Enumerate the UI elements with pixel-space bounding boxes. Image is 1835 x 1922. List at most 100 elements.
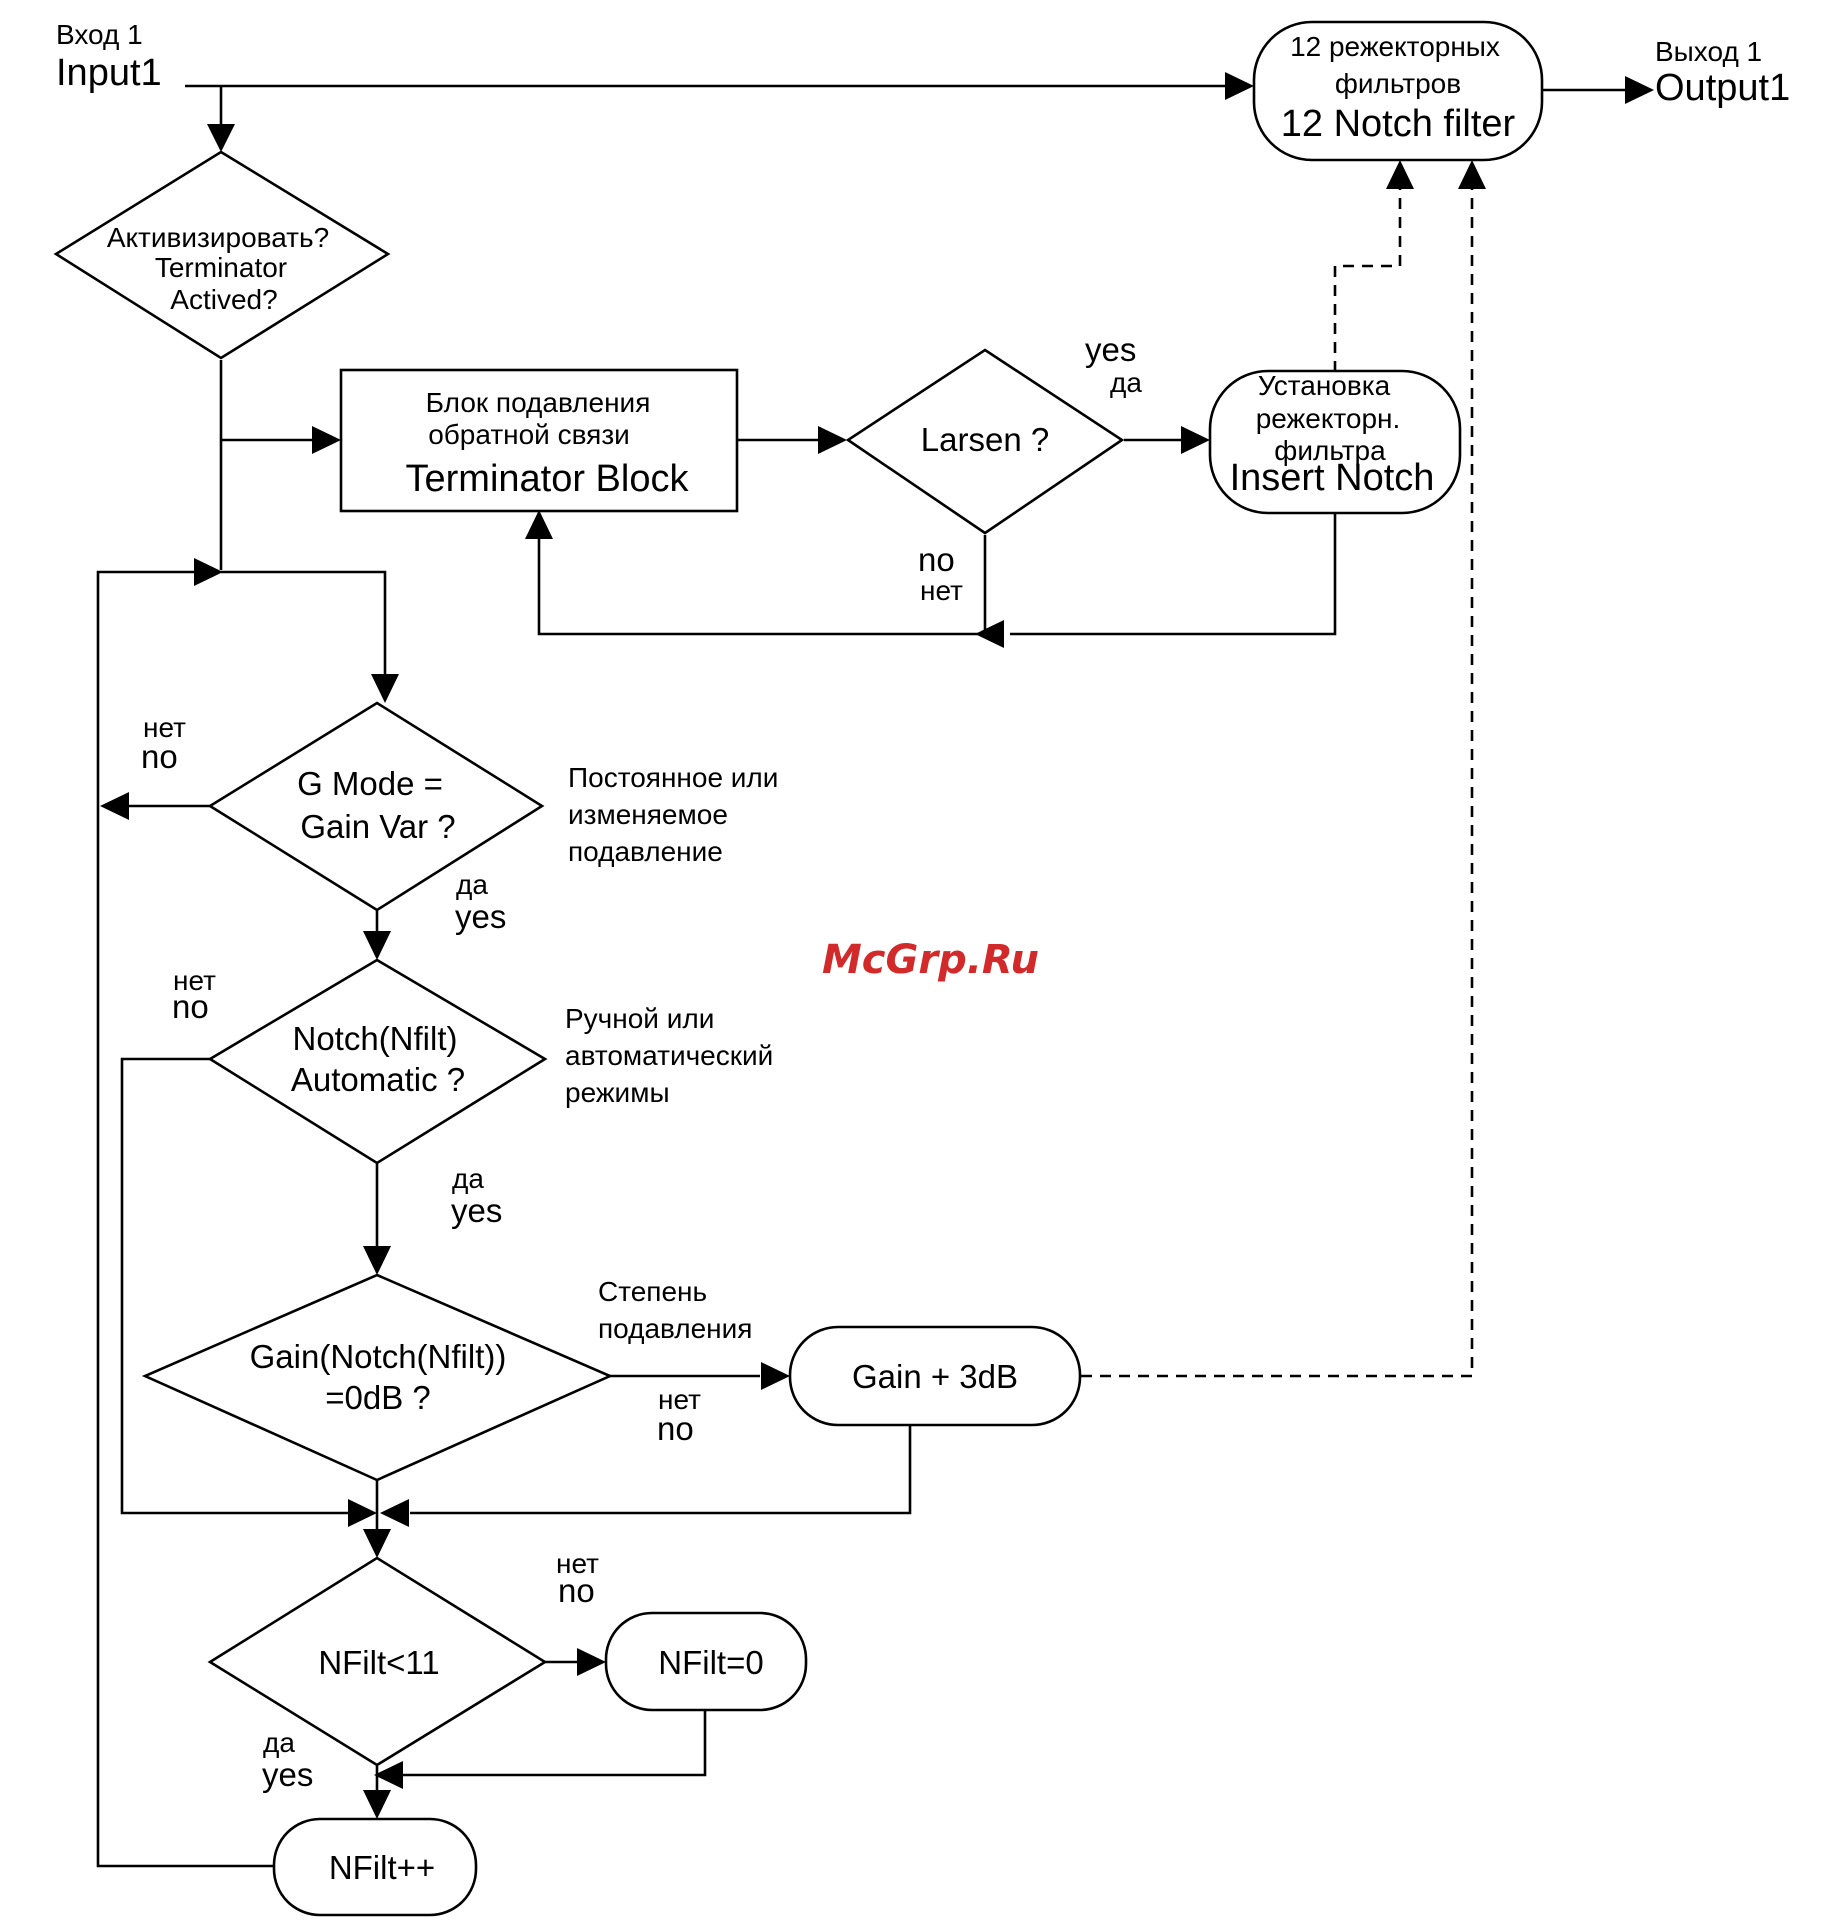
insert-notch-label-ru-1: Установка xyxy=(1258,370,1391,401)
nfilt-no-label-ru: нет xyxy=(556,1548,599,1579)
dashed-insert-to-notch-filter xyxy=(1333,182,1402,372)
notch-auto-yes-label-ru: да xyxy=(452,1163,484,1194)
input-label-en: Input1 xyxy=(56,52,162,94)
arrowhead-into-notch-filter xyxy=(1225,72,1254,100)
arrowhead-into-nfilt-zero xyxy=(577,1648,606,1676)
arrowhead-into-activate xyxy=(207,124,235,152)
gmode-no-label-ru: нет xyxy=(143,712,186,743)
gain-plus-block: Gain + 3dB xyxy=(788,1325,1082,1427)
line-outer-loop xyxy=(96,570,274,1868)
insert-notch-label-ru-2: режекторн. xyxy=(1256,403,1401,434)
gmode-yes-label: yes xyxy=(455,898,506,935)
notch-auto-no-label: no xyxy=(172,988,209,1025)
line-nfilt-zero-return xyxy=(400,1710,707,1777)
arrowheads xyxy=(100,72,1654,1819)
gain-zero-label-1: Gain(Notch(Nfilt)) xyxy=(250,1338,507,1375)
nfilt-yes-label-ru: да xyxy=(263,1727,295,1758)
arrowhead-into-gain-zero xyxy=(363,1246,391,1275)
output-label-ru: Выход 1 xyxy=(1655,36,1762,67)
dashed-connectors xyxy=(1081,182,1474,1378)
notch-filter-block: 12 режекторных фильтров 12 Notch filter xyxy=(1252,20,1544,162)
nfilt-decision: NFilt<11 xyxy=(207,1556,548,1767)
terminator-block: Блок подавления обратной связи Terminato… xyxy=(339,368,739,513)
nfilt-inc-block: NFilt++ xyxy=(272,1817,478,1917)
activate-label-ru: Активизировать? xyxy=(107,222,329,253)
insert-notch-label-en: Insert Notch xyxy=(1230,457,1435,499)
terminator-label-en: Terminator Block xyxy=(406,458,690,500)
gain-zero-no-label: no xyxy=(657,1410,694,1447)
gmode-note-2: изменяемое xyxy=(568,799,728,830)
gmode-decision: G Mode = Gain Var ? xyxy=(207,701,545,912)
input-label-ru: Вход 1 xyxy=(56,19,143,50)
larsen-no-label: no xyxy=(918,541,955,578)
arrowhead-dashed-into-notch-filter-1 xyxy=(1386,160,1414,189)
activate-label-en-1: Terminator xyxy=(155,252,287,283)
arrowhead-gmode-no-left xyxy=(100,792,129,820)
notch-auto-note-3: режимы xyxy=(565,1077,670,1108)
arrowhead-into-notch-auto xyxy=(363,931,391,960)
line-junction-to-gmode xyxy=(221,570,387,675)
gmode-note-3: подавление xyxy=(568,836,723,867)
gmode-note-1: Постоянное или xyxy=(568,762,778,793)
arrowhead-dashed-into-notch-filter-2 xyxy=(1458,160,1486,189)
terminator-label-ru-2: обратной связи xyxy=(428,419,630,450)
larsen-yes-label: yes xyxy=(1085,331,1136,368)
arrowhead-into-output xyxy=(1625,76,1654,104)
insert-notch-label-ru-3: фильтра xyxy=(1274,435,1386,466)
gain-zero-label-2: =0dB ? xyxy=(325,1379,431,1416)
terminator-label-ru-1: Блок подавления xyxy=(426,387,651,418)
gmode-no-label: no xyxy=(141,738,178,775)
notch-auto-yes-label: yes xyxy=(451,1192,502,1229)
notch-auto-label-2: Automatic ? xyxy=(291,1061,465,1098)
gmode-label-2: Gain Var ? xyxy=(300,808,455,845)
notch-filter-label-ru-2: фильтров xyxy=(1335,68,1461,99)
gain-plus-label: Gain + 3dB xyxy=(852,1358,1018,1395)
free-labels: Вход 1 Input1 Выход 1 Output1 yes да no … xyxy=(56,19,1790,1793)
notch-auto-decision: Notch(Nfilt) Automatic ? xyxy=(207,958,548,1165)
arrowhead-into-terminator-bottom xyxy=(525,510,553,539)
line-return-to-terminator xyxy=(537,536,985,636)
arrowhead-into-terminator xyxy=(312,426,341,454)
arrowhead-into-gmode xyxy=(371,674,399,703)
connector-lines xyxy=(96,84,1625,1868)
notch-filter-label-en: 12 Notch filter xyxy=(1281,103,1516,145)
nfilt-yes-label: yes xyxy=(262,1756,313,1793)
arrowhead-into-insert-notch xyxy=(1181,426,1210,454)
nfilt-zero-label: NFilt=0 xyxy=(658,1644,763,1681)
activate-decision: Активизировать? Terminator Actived? xyxy=(53,150,391,360)
notch-filter-label-ru-1: 12 режекторных xyxy=(1290,31,1500,62)
notch-auto-label-1: Notch(Nfilt) xyxy=(292,1020,457,1057)
arrowhead-into-nfilt-decision xyxy=(363,1529,391,1558)
larsen-label: Larsen ? xyxy=(921,421,1049,458)
larsen-no-label-ru: нет xyxy=(920,575,963,606)
arrowhead-return-left xyxy=(975,620,1004,648)
nfilt-decision-label: NFilt<11 xyxy=(318,1644,439,1681)
nfilt-zero-block: NFilt=0 xyxy=(604,1611,808,1712)
dashed-gain-plus-to-notch-filter xyxy=(1081,182,1474,1378)
arrowhead-into-nfilt-inc xyxy=(363,1790,391,1819)
notch-auto-note-1: Ручной или xyxy=(565,1003,714,1034)
gain-zero-note-2: подавления xyxy=(598,1313,752,1344)
activate-label-en-2: Actived? xyxy=(170,284,277,315)
arrowhead-merge-from-right xyxy=(380,1499,409,1527)
arrowhead-nfilt-zero-return xyxy=(374,1761,403,1789)
arrowhead-loop-junction xyxy=(194,558,223,586)
notch-auto-no-label-ru: нет xyxy=(173,965,216,996)
gmode-label-1: G Mode = xyxy=(297,765,443,802)
notch-auto-note-2: автоматический xyxy=(565,1040,773,1071)
line-notch-auto-no xyxy=(120,1057,350,1515)
nfilt-no-label: no xyxy=(558,1572,595,1609)
arrowhead-into-gain-plus xyxy=(761,1362,790,1390)
gmode-yes-label-ru: да xyxy=(456,869,488,900)
line-gain-plus-return xyxy=(410,1425,912,1515)
larsen-yes-label-ru: да xyxy=(1110,367,1142,398)
larsen-decision: Larsen ? xyxy=(845,348,1125,535)
line-insert-notch-return xyxy=(1010,514,1337,636)
gain-zero-no-label-ru: нет xyxy=(658,1384,701,1415)
arrowhead-into-larsen xyxy=(818,426,847,454)
output-label-en: Output1 xyxy=(1655,67,1790,109)
arrowhead-merge-from-left xyxy=(348,1499,377,1527)
nfilt-inc-label: NFilt++ xyxy=(329,1849,435,1886)
watermark: McGrp.Ru xyxy=(822,937,1039,983)
